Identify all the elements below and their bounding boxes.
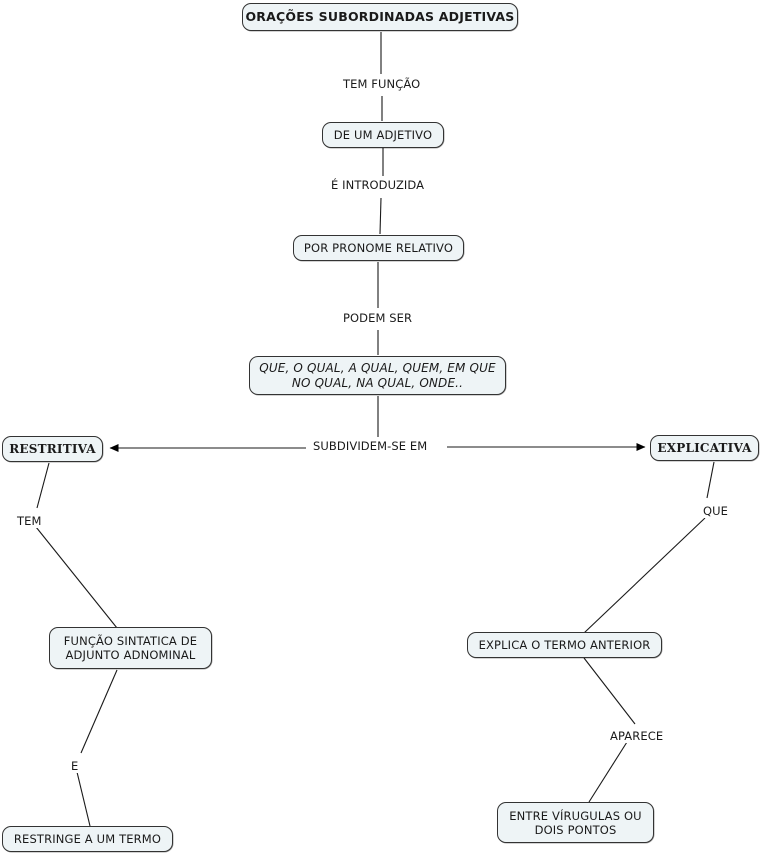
edge-group	[35, 32, 715, 827]
node-explica[interactable]: EXPLICA O TERMO ANTERIOR	[467, 632, 662, 658]
edge-label-tem-funcao: TEM FUNÇÃO	[340, 78, 424, 91]
node-virgulas[interactable]: ENTRE VÍRUGULAS OU DOIS PONTOS	[497, 802, 654, 843]
node-pronome[interactable]: POR PRONOME RELATIVO	[293, 235, 464, 261]
edge-label-subdividem-se-em: SUBDIVIDEM-SE EM	[310, 440, 431, 453]
edge-tem-to-funcao	[35, 526, 118, 629]
edge-que-to-explica	[583, 517, 706, 634]
node-restringe[interactable]: RESTRINGE A UM TERMO	[2, 826, 173, 852]
node-root[interactable]: ORAÇÕES SUBORDINADAS ADJETIVAS	[242, 3, 518, 31]
edge-label-e-introduzida: É INTRODUZIDA	[328, 179, 428, 192]
edge-label-tem: TEM	[14, 515, 45, 528]
edge-e-to-restringe	[76, 771, 91, 827]
edge-label-e: E	[68, 760, 82, 773]
edge-funcao-to-e	[80, 669, 118, 754]
edge-label-aparece: APARECE	[607, 730, 667, 743]
edge-explica-to-aparece	[583, 657, 636, 725]
node-adjetivo[interactable]: DE UM ADJETIVO	[322, 122, 444, 148]
edge-label-podem-ser: PODEM SER	[340, 312, 416, 325]
edge-introduzida-to-pronome	[379, 197, 382, 235]
edge-restritiva-to-tem	[36, 462, 50, 509]
node-restritiva[interactable]: RESTRITIVA	[2, 436, 103, 462]
node-funcao[interactable]: FUNÇÃO SINTATICA DE ADJUNTO ADNOMINAL	[49, 627, 212, 669]
node-pronomes[interactable]: QUE, O QUAL, A QUAL, QUEM, EM QUE NO QUA…	[249, 356, 506, 395]
edge-label-que: QUE	[700, 505, 732, 518]
node-explicativa[interactable]: EXPLICATIVA	[650, 435, 759, 461]
edge-explicativa-to-que	[706, 461, 715, 499]
edge-aparece-to-virgulas	[588, 741, 628, 803]
